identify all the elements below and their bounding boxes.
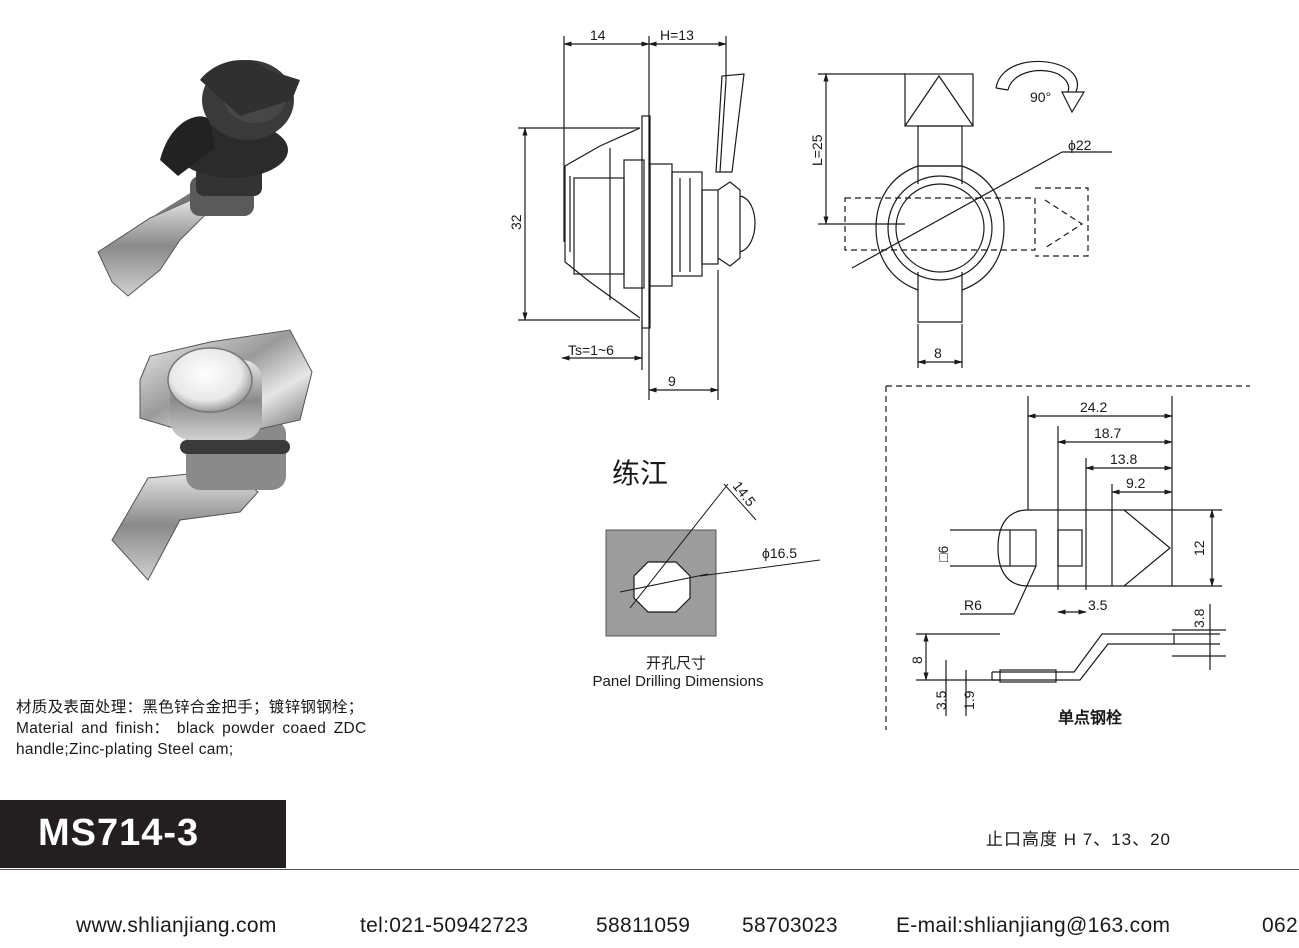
dim-phi22-label: ϕ22 [1068,137,1092,153]
dim-12-label: 12 [1191,540,1207,556]
dim-1-9-label: 1.9 [961,690,977,710]
material-en-line2: handle;Zinc-plating Steel cam; [16,741,234,758]
brand-mark: 练江 [612,457,669,490]
dim-l-label: L=25 [809,134,825,166]
dim-phi16-5-label: ϕ16.5 [762,545,797,561]
dim-ts-label: Ts=1~6 [568,342,614,358]
material-en-line1: Material and finish： black powder coaed … [16,720,367,737]
rotation-90-label: 90° [1030,89,1051,105]
dim-sq6-label: □6 [935,546,951,562]
drilling-caption-cn: 开孔尺寸 [645,655,706,672]
dim-h-label: H=13 [660,27,694,43]
side-view-drawing [518,36,756,400]
material-cn: 材质及表面处理：黑色锌合金把手；镀锌钢钢栓； [16,699,364,716]
cam-title: 单点钢栓 [1058,710,1123,727]
dim-3-5b-label: 3.5 [933,690,949,710]
model-banner [0,800,286,868]
material-description: 材质及表面处理：黑色锌合金把手；镀锌钢钢栓； Material and fini… [16,697,367,760]
dim-14-label: 14 [590,27,606,43]
dim-18-7-label: 18.7 [1094,425,1121,441]
height-options: 止口高度 H 7、13、20 [986,830,1171,849]
footer-website[interactable]: www.shlianjiang.com [76,914,277,937]
footer-tel: tel:021-50942723 [360,914,529,937]
panel-drilling-diagram [605,483,821,637]
dim-3-8-label: 3.8 [1191,608,1207,628]
divider [0,869,1299,870]
dim-9-2-label: 9.2 [1126,475,1146,491]
dim-24-2-label: 24.2 [1080,399,1107,415]
cam-drawing [885,385,1250,730]
front-view-drawing [818,51,1112,368]
chrome-lock-photo [111,329,313,581]
footer-email[interactable]: E-mail:shlianjiang@163.com [896,914,1171,937]
dim-3-5-label: 3.5 [1088,597,1108,613]
model-number: MS714-3 [38,812,200,854]
footer-cut-text: 062 [1262,914,1298,937]
dim-14-5-label: 14.5 [730,478,760,509]
dim-9-label: 9 [668,373,676,389]
dim-r6-label: R6 [964,597,982,613]
dim-8-cam-label: 8 [909,656,925,664]
dim-8-front-label: 8 [934,345,942,361]
dim-32-label: 32 [508,214,524,230]
black-handle-lock-photo [97,59,300,297]
dim-13-8-label: 13.8 [1110,451,1137,467]
footer-phone2: 58811059 [596,914,691,937]
footer-phone3: 58703023 [742,914,838,937]
drilling-caption-en: Panel Drilling Dimensions [592,673,764,690]
